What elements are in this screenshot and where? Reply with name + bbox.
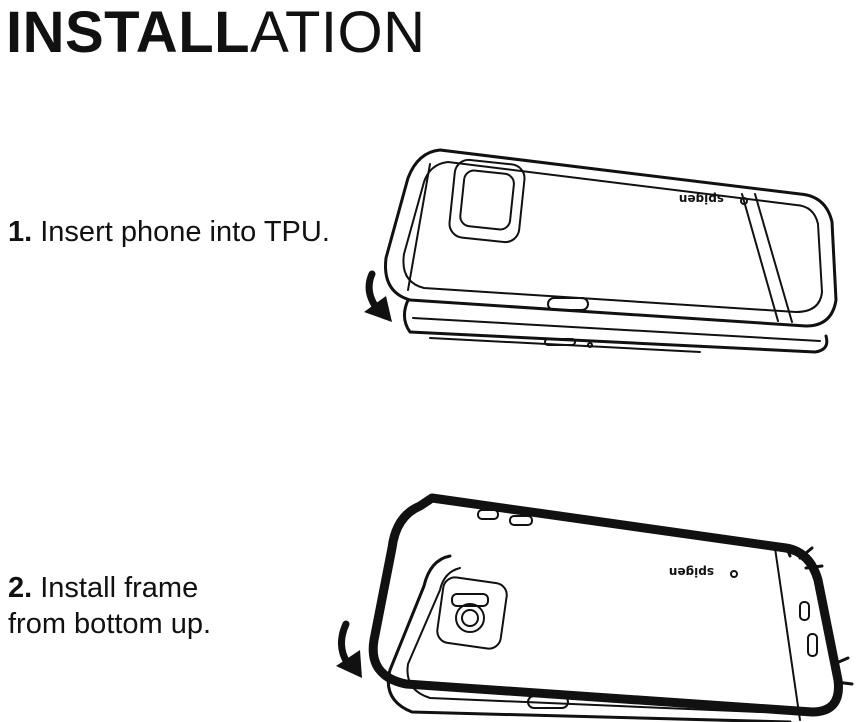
curved-arrow-icon-2 [336, 620, 362, 678]
page-title: INSTALLATION [6, 2, 426, 64]
phone-side-view [403, 298, 829, 354]
snap-lines-icon [784, 544, 854, 686]
step-2-text: 2. Install frame from bottom up. [8, 570, 211, 642]
tpu-case-back: spigen [384, 148, 838, 328]
step-1-number: 1. [8, 216, 33, 248]
spigen-logo: spigen [679, 192, 724, 206]
curved-arrow-icon [364, 270, 392, 322]
page-title-light: ATION [250, 0, 426, 65]
step-2-line-2: from bottom up. [8, 608, 212, 640]
case-with-phone: spigen [386, 547, 801, 722]
step-1-text: 1. Insert phone into TPU. [8, 214, 330, 250]
spigen-logo-2: spigen [669, 565, 714, 579]
step-1-illustration: spigen [364, 148, 838, 354]
page-title-bold: INSTALL [6, 0, 251, 65]
step-2-illustration: spigen [336, 493, 854, 722]
step-2-number: 2. [8, 572, 33, 604]
step-1-line-1: Insert phone into TPU. [40, 216, 330, 248]
step-2-line-1: Install frame [40, 572, 199, 604]
bumper-frame [368, 493, 843, 717]
